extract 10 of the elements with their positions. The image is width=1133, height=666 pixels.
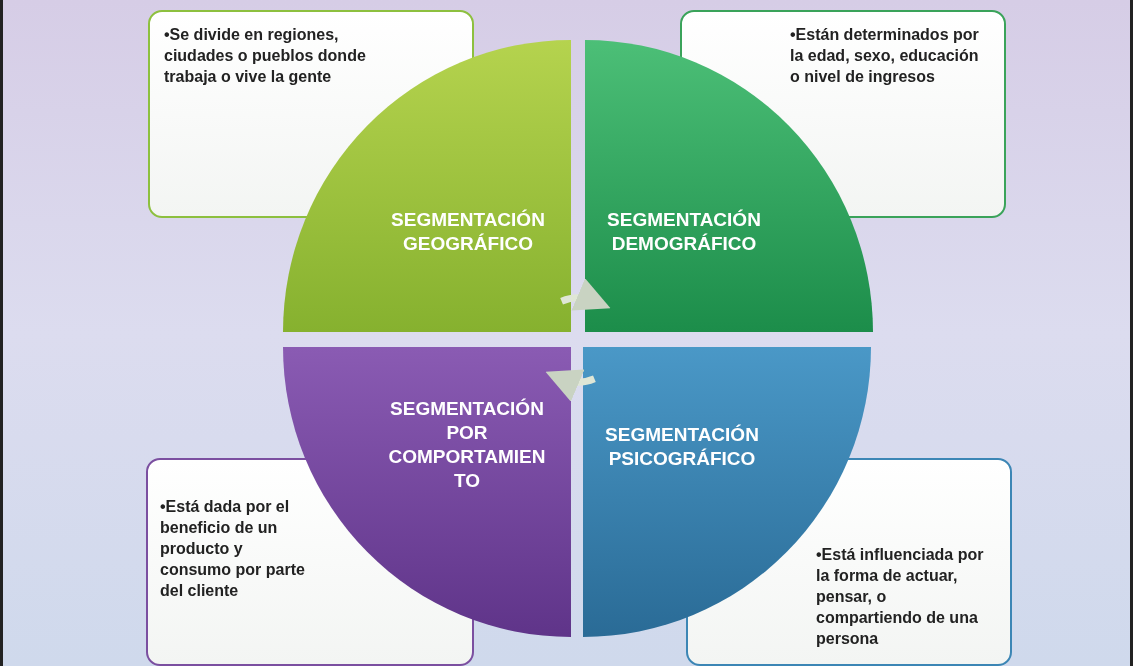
segment-label: SEGMENTACIÓN POR COMPORTAMIENTO (387, 397, 547, 493)
segment-label: SEGMENTACIÓN DEMOGRÁFICO (606, 208, 762, 256)
bullet-text: •Están determinados por la edad, sexo, educación o nivel de ingresos (790, 25, 980, 87)
cycle-arrow (560, 278, 611, 312)
bullet-text: •Está influenciada por la forma de actuar, pensar, o compartiendo de una persona (816, 545, 985, 649)
bullet-text: •Está dada por el beneficio de un producto y consumo por parte del cliente (160, 497, 306, 601)
segment-label: SEGMENTACIÓN PSICOGRÁFICO (604, 423, 760, 471)
cycle-arrow (545, 368, 596, 402)
bullet-text: •Se divide en regiones, ciudades o pueblos donde trabaja o vive la gente (164, 25, 367, 87)
segment-label: SEGMENTACIÓN GEOGRÁFICO (390, 208, 546, 256)
